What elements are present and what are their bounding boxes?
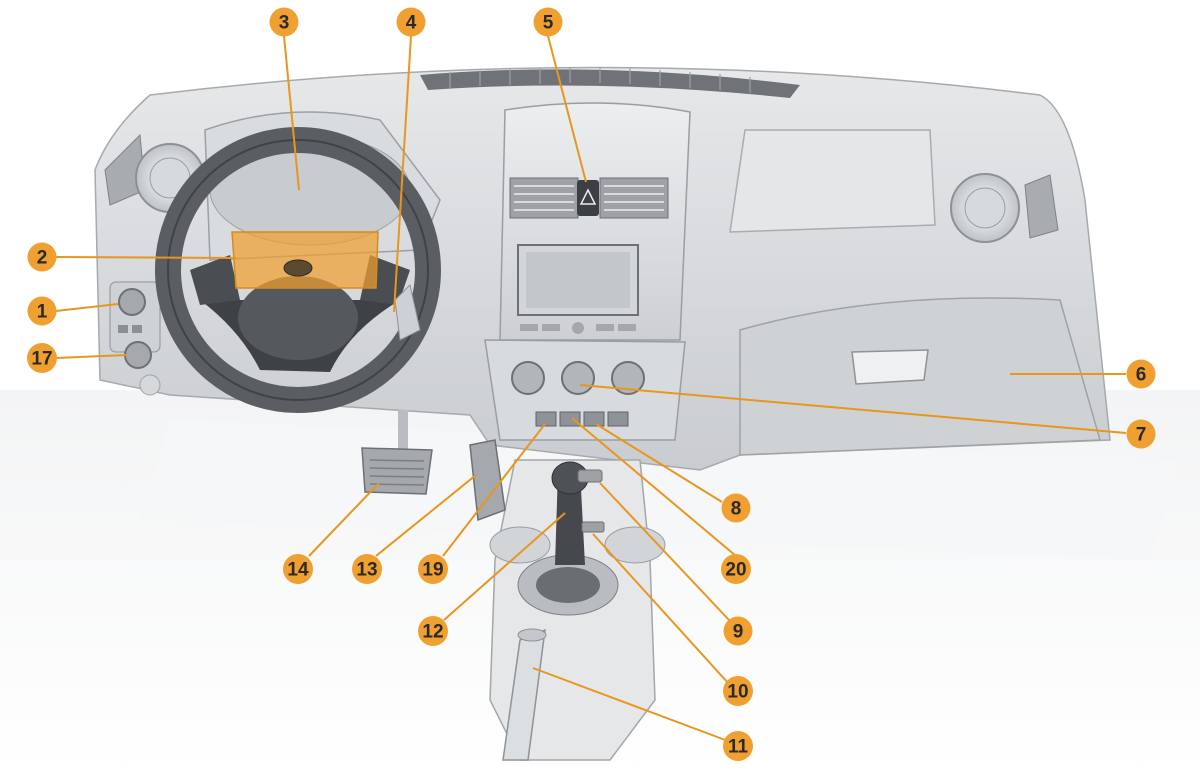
callout-12-label: 12 — [422, 622, 443, 643]
callout-5-label: 5 — [543, 13, 554, 34]
callout-3: 3 — [270, 8, 299, 37]
callout-3-label: 3 — [279, 13, 290, 34]
center-vent-right — [600, 178, 668, 218]
callout-9: 9 — [724, 617, 753, 646]
callout-11-label: 11 — [728, 737, 749, 758]
light-switch-knob — [119, 289, 145, 315]
callout-2: 2 — [28, 243, 57, 272]
leader-2 — [56, 257, 236, 258]
climate-knob-left — [512, 362, 544, 394]
callout-10: 10 — [723, 676, 753, 706]
callout-5: 5 — [534, 8, 563, 37]
callout-14: 14 — [283, 554, 313, 584]
callout-9-label: 9 — [733, 622, 744, 643]
console-switch-10 — [582, 522, 604, 532]
switch-small-2 — [132, 325, 142, 333]
small-plug — [140, 375, 160, 395]
callout-13: 13 — [352, 554, 382, 584]
callout-4: 4 — [397, 8, 426, 37]
switch-small-1 — [118, 325, 128, 333]
display-screen — [526, 252, 630, 308]
gear-boot-inner — [536, 567, 600, 603]
callout-7: 7 — [1127, 420, 1156, 449]
passenger-airbag-panel — [730, 130, 935, 232]
headlight-range-knob — [125, 342, 151, 368]
callout-7-label: 7 — [1136, 425, 1147, 446]
climate-knob-center — [562, 362, 594, 394]
hazard-button — [577, 180, 599, 216]
callout-8-label: 8 — [731, 499, 742, 520]
callout-14-label: 14 — [287, 560, 309, 581]
callout-8: 8 — [722, 494, 751, 523]
callout-6-label: 6 — [1136, 365, 1147, 386]
callout-4-label: 4 — [406, 13, 417, 34]
callout-6: 6 — [1127, 360, 1156, 389]
callout-19: 19 — [418, 554, 448, 584]
callout-2-label: 2 — [37, 248, 48, 269]
callout-11: 11 — [723, 731, 753, 761]
callout-17: 17 — [27, 343, 57, 373]
callout-20: 20 — [721, 554, 751, 584]
parking-brake-button — [518, 629, 546, 641]
cupholder-left — [490, 527, 550, 563]
callout-10-label: 10 — [727, 682, 748, 703]
brand-logo-icon — [284, 260, 312, 276]
center-vent-left — [510, 178, 578, 218]
callout-1-label: 1 — [37, 302, 48, 323]
callout-1: 1 — [28, 297, 57, 326]
glove-box-handle — [852, 350, 928, 384]
callout-12: 12 — [418, 616, 448, 646]
console-switch-20 — [578, 470, 602, 482]
driver-airbag-highlight — [232, 232, 378, 288]
brake-pedal — [362, 448, 432, 494]
callout-19-label: 19 — [422, 560, 443, 581]
right-vent-inner — [965, 188, 1005, 228]
callout-17-label: 17 — [31, 349, 52, 370]
callout-13-label: 13 — [356, 560, 377, 581]
callout-20-label: 20 — [725, 560, 746, 581]
